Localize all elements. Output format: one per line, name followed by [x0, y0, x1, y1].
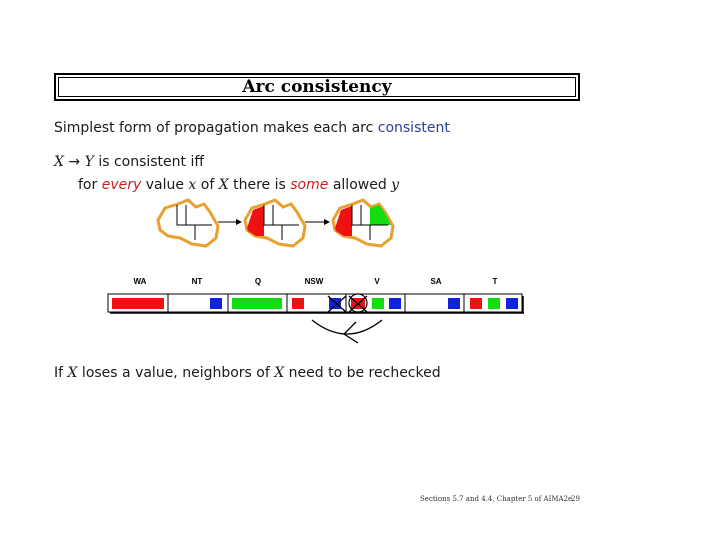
line-every-value: for every value x of X there is some all… — [78, 177, 400, 193]
line-consistency-def: X → Y is consistent iff — [54, 154, 205, 170]
page-number: 29 — [571, 495, 580, 503]
line-simplest: Simplest form of propagation makes each … — [54, 120, 450, 136]
col-header-sa: SA — [430, 277, 441, 286]
nt-blue — [210, 298, 222, 309]
slide-title: Arc consistency — [242, 77, 392, 97]
col-header-v: V — [374, 277, 380, 286]
australia-map-2 — [243, 198, 307, 248]
nsw-red — [292, 298, 304, 309]
nsw-blue — [329, 298, 341, 309]
recheck-arc — [311, 319, 383, 335]
v-blue — [389, 298, 401, 309]
nsw-crossout — [327, 295, 347, 313]
line-recheck: If X loses a value, neighbors of X need … — [54, 365, 441, 381]
title-box: Arc consistency — [54, 73, 580, 101]
col-header-nsw: NSW — [305, 277, 324, 286]
col-header-t: T — [493, 277, 498, 286]
wa-red — [112, 298, 164, 309]
t-red — [470, 298, 482, 309]
col-header-nt: NT — [192, 277, 203, 286]
footer-citation: Sections 5.7 and 4.4, Chapter 5 of AIMA2… — [420, 495, 573, 503]
recheck-arrowhead — [342, 321, 359, 344]
t-green — [488, 298, 500, 309]
t-blue — [506, 298, 518, 309]
australia-map-3 — [331, 198, 395, 248]
q-green — [232, 298, 282, 309]
col-header-q: Q — [255, 277, 261, 286]
sa-blue — [448, 298, 460, 309]
v-crossout — [348, 295, 368, 313]
col-header-wa: WA — [134, 277, 147, 286]
australia-map-1 — [156, 198, 220, 248]
v-green — [372, 298, 384, 309]
domain-table — [107, 293, 524, 314]
